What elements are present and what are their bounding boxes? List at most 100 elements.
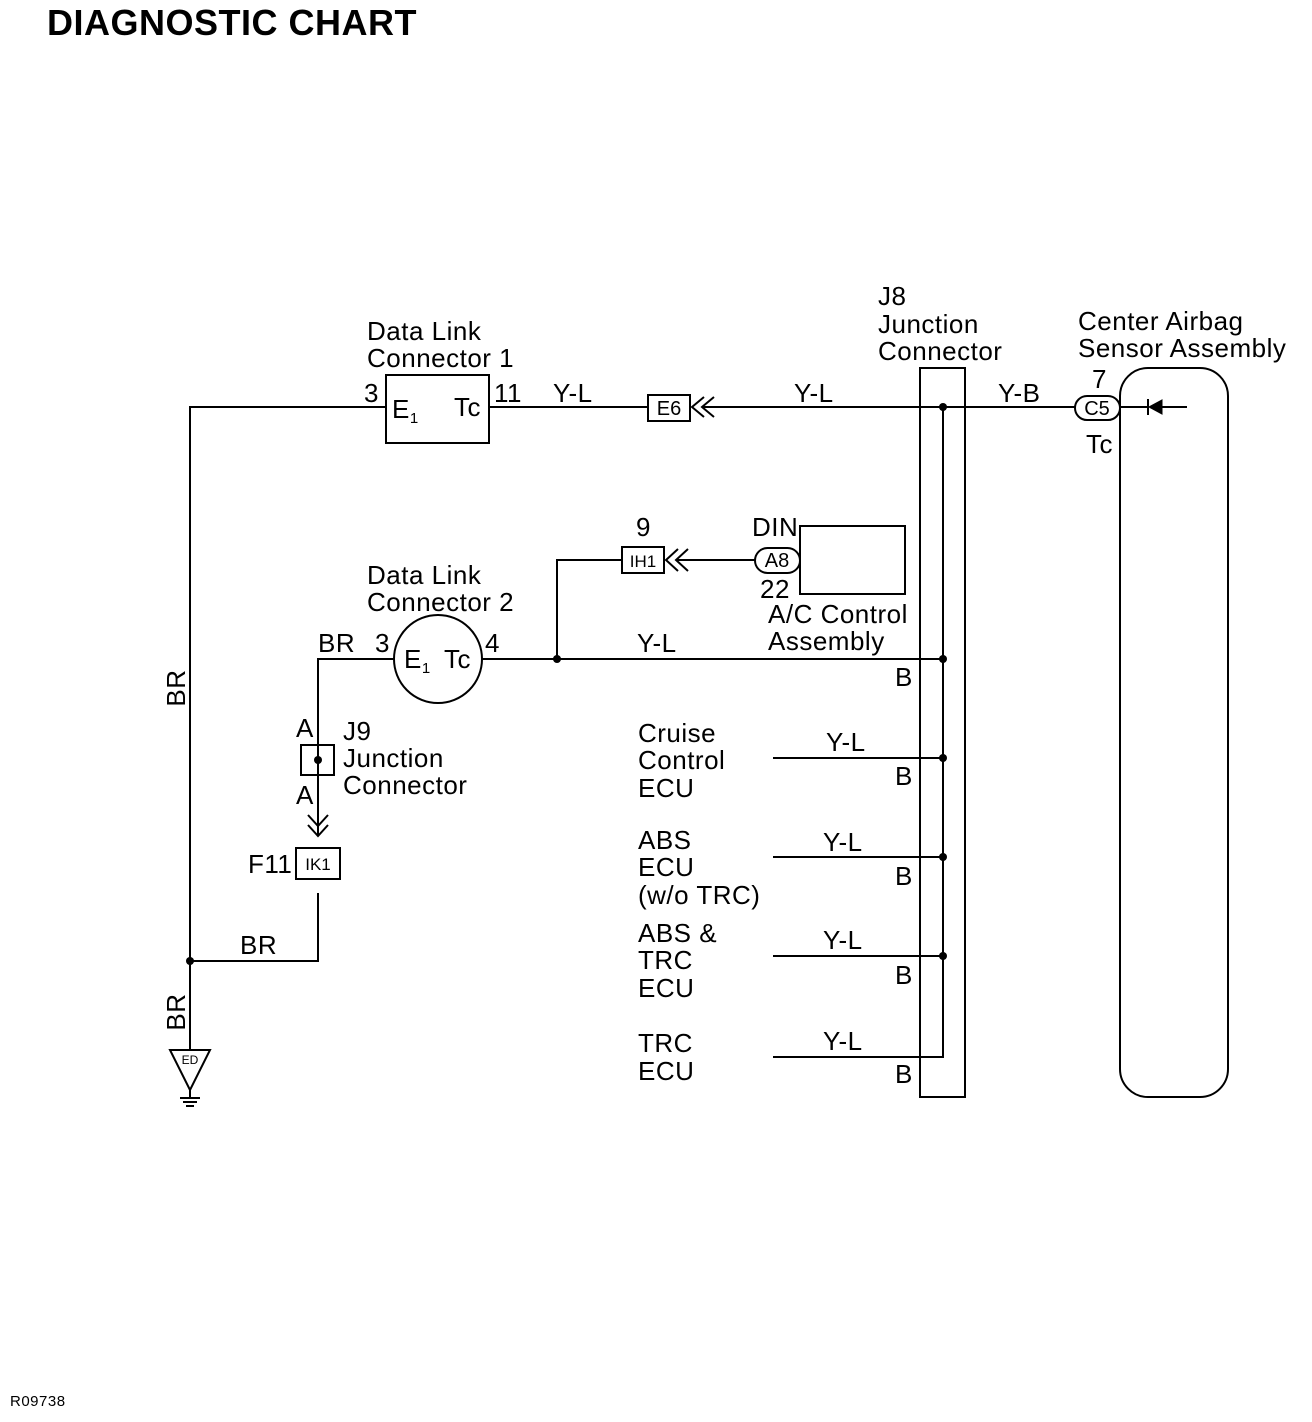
j8-pin-ecu: B — [895, 761, 913, 791]
ecu-label-line2: Control — [638, 745, 725, 775]
connector-ik1-chevron-1 — [307, 814, 329, 828]
wire-dlc2-to-j9 — [317, 658, 394, 745]
ac-pin-number: 22 — [760, 574, 790, 604]
wire-color-dlc2-j8: Y-L — [637, 628, 677, 658]
ac-label-line2: Assembly — [768, 626, 885, 656]
wire-color-ecu-j8: Y-L — [823, 1026, 863, 1056]
connector-ih1-chevron-1 — [664, 548, 679, 572]
wire-color-ecu-j8: Y-L — [823, 925, 863, 955]
j9-label-line3: Connector — [343, 770, 467, 800]
dlc2-terminal-e: E — [404, 644, 422, 674]
dlc1-label-line2: Connector 1 — [367, 343, 514, 373]
ecu-label-line1: TRC — [638, 1028, 693, 1058]
data-link-connector-2: Data Link Connector 2 E1 Tc 3 4 — [367, 560, 514, 704]
wire-dlc1-to-ground — [189, 406, 386, 1050]
splice-dot-ground — [186, 957, 194, 965]
connector-ih1-chevron-2 — [674, 548, 689, 572]
connector-e6: E6 — [647, 394, 715, 422]
connector-e6-label: E6 — [657, 398, 681, 420]
airbag-label-line1: Center Airbag — [1078, 306, 1243, 336]
ecu-label-line2: ECU — [638, 1056, 694, 1086]
ac-control-assembly: A8 DIN 22 A/C Control Assembly — [752, 512, 908, 656]
connector-c5-label: C5 — [1084, 398, 1110, 420]
connector-ih1-pin: 9 — [636, 512, 651, 542]
dlc1-terminal-tc: Tc — [454, 392, 481, 422]
j8-label-line3: Connector — [878, 336, 1002, 366]
ecu-label-line1: Cruise — [638, 718, 716, 748]
j8-pin-dlc2: B — [895, 662, 913, 692]
airbag-label-line2: Sensor Assembly — [1078, 333, 1286, 363]
wire-color-ecu-j8: Y-L — [826, 727, 866, 757]
dlc2-label-line1: Data Link — [367, 560, 482, 590]
ac-label-line1: A/C Control — [768, 599, 908, 629]
dlc2-pin-e: 3 — [375, 628, 390, 658]
wire-color-j8-c5: Y-B — [998, 378, 1040, 408]
ecu-label-line3: (w/o TRC) — [638, 880, 760, 910]
connector-a8-label: A8 — [765, 550, 789, 572]
ground-label: ED — [182, 1053, 199, 1067]
j9-pin-in: A — [296, 713, 314, 743]
j8-pin-ecu: B — [895, 1059, 913, 1089]
dlc1-terminal-e: E — [392, 394, 410, 424]
ecu-label-line1: ABS — [638, 825, 692, 855]
dlc1-terminal-e1: E1 — [392, 394, 419, 427]
j9-pin-out: A — [296, 780, 314, 810]
connector-ik1-chevron-2 — [307, 824, 329, 838]
j8-pin-ecu: B — [895, 861, 913, 891]
dlc2-terminal-tc: Tc — [444, 644, 471, 674]
connector-e6-body — [647, 394, 691, 422]
j9-junction-connector: A A J9 Junction Connector — [296, 713, 467, 836]
ecu-cruise-control: Cruise Control ECU Y-L B — [638, 718, 943, 803]
wire-color-ecu-j8: Y-L — [823, 827, 863, 857]
ecu-label-line2: TRC — [638, 945, 693, 975]
diode-triangle-icon — [1147, 399, 1163, 415]
wire-color-e6-j8: Y-L — [794, 378, 834, 408]
j9-label-line1: J9 — [343, 716, 371, 746]
j8-splice-dot-tc — [939, 403, 947, 411]
wire-color-dlc1-ground: BR — [161, 669, 191, 706]
wire-ik1-to-ground — [190, 893, 319, 962]
ecu-label-line3: ECU — [638, 773, 694, 803]
ac-control-body — [799, 525, 906, 595]
ecu-label-line3: ECU — [638, 973, 694, 1003]
wire-color-ik1-ground: BR — [240, 930, 277, 960]
dlc1-pin-tc: 11 — [494, 378, 522, 408]
j8-label-line1: J8 — [878, 281, 906, 311]
dlc1-body — [385, 374, 490, 444]
ecu-abs: ABS ECU (w/o TRC) Y-L B — [638, 825, 943, 910]
j8-body — [919, 367, 966, 1098]
dlc1-label-line1: Data Link — [367, 316, 482, 346]
page-title: DIAGNOSTIC CHART — [47, 2, 417, 43]
ac-pin-din: DIN — [752, 512, 798, 542]
dlc2-label-line2: Connector 2 — [367, 587, 514, 617]
ecu-label-line2: ECU — [638, 852, 694, 882]
connector-ik1-location: F11 — [248, 849, 292, 879]
airbag-sensor-body — [1119, 367, 1229, 1098]
j8-label-line2: Junction — [878, 309, 979, 339]
figure-code: R09738 — [10, 1393, 66, 1410]
ground-triangle-icon — [168, 1049, 212, 1093]
data-link-connector-1: Data Link Connector 1 E1 Tc 3 11 — [364, 316, 522, 444]
ground-point-ed: ED — [168, 1049, 212, 1107]
wire-color-dlc2-j9: BR — [318, 628, 355, 658]
connector-ih1: IH1 9 — [621, 512, 689, 574]
j8-junction-connector: J8 Junction Connector B — [878, 281, 1002, 1098]
ecu-label-line1: ABS & — [638, 918, 717, 948]
ecu-trc: TRC ECU Y-L B — [638, 1026, 944, 1089]
connector-c5-terminal: Tc — [1086, 429, 1113, 459]
wire-color-dlc1-e6: Y-L — [553, 378, 593, 408]
dlc2-terminal-e-sub: 1 — [422, 660, 431, 677]
connector-c5-pin: 7 — [1092, 364, 1107, 394]
connector-ik1: IK1 F11 — [248, 814, 341, 880]
connector-ih1-label: IH1 — [630, 552, 656, 571]
j9-splice-dot — [314, 756, 322, 764]
ecu-abs-trc: ABS & TRC ECU Y-L B — [638, 918, 943, 1003]
wire-color-ground-lead: BR — [161, 993, 191, 1030]
dlc1-terminal-e-sub: 1 — [410, 410, 419, 427]
j9-label-line2: Junction — [343, 743, 444, 773]
wire-splice-to-ih1 — [556, 559, 622, 659]
connector-ih1-body — [621, 546, 665, 574]
dlc2-terminal-e1: E1 — [404, 644, 431, 677]
